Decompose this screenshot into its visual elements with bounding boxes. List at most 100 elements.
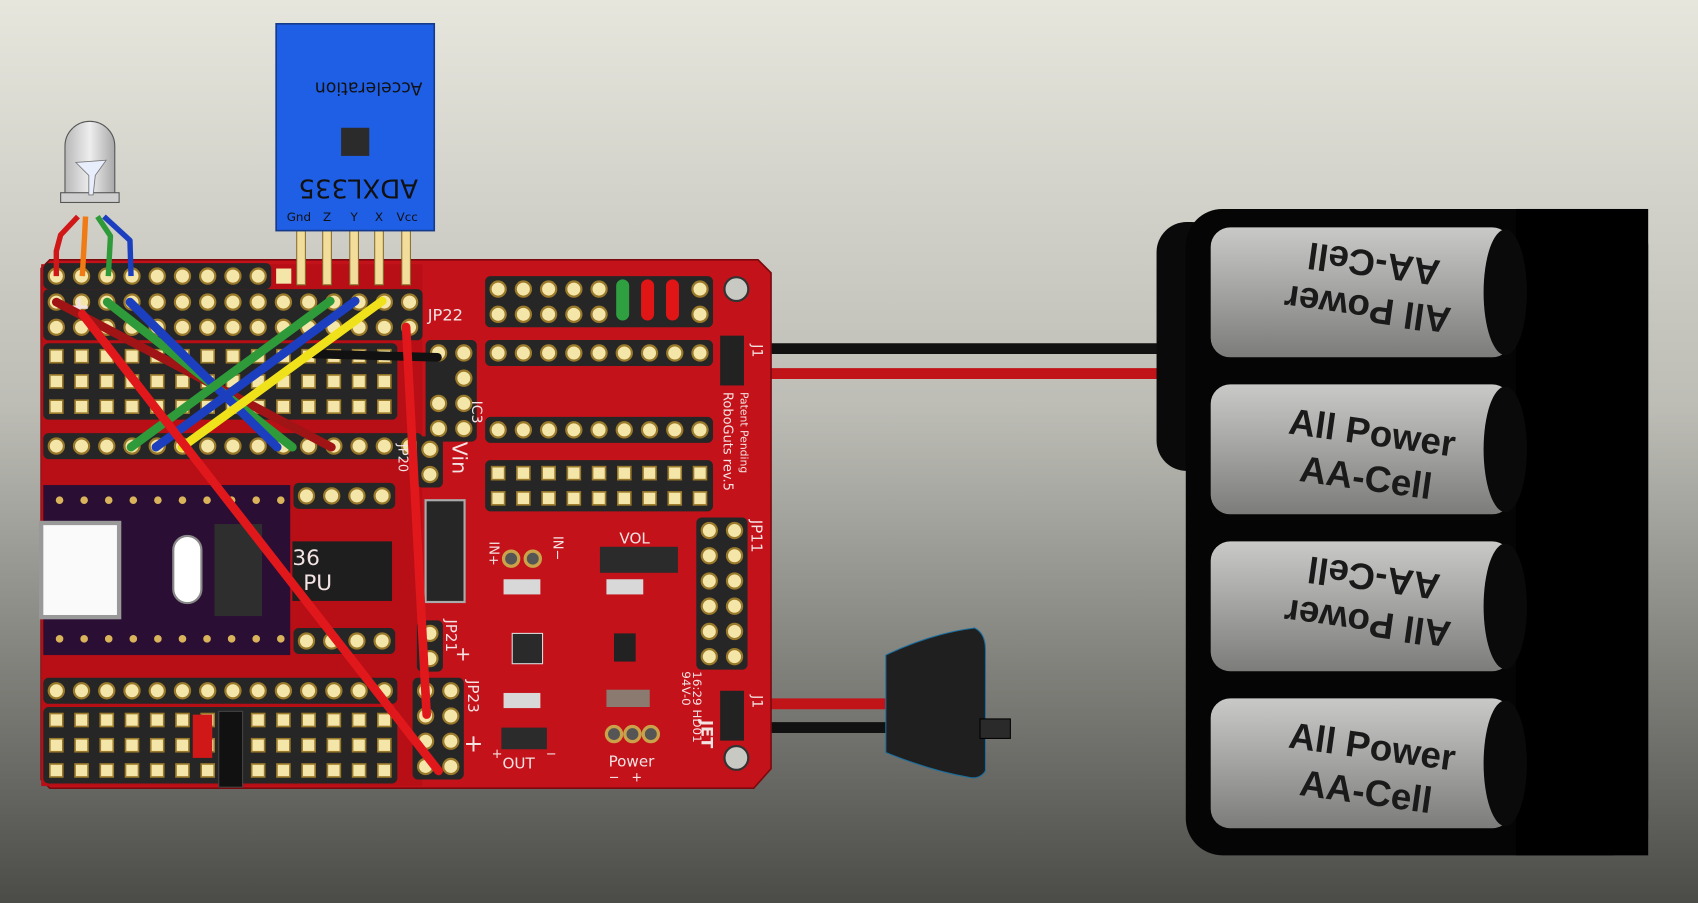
led-green [616, 279, 630, 321]
square-pad [351, 712, 367, 728]
square-pad [326, 712, 342, 728]
label-out: OUT [502, 755, 535, 773]
square-pad [351, 737, 367, 753]
round-pad [489, 305, 507, 323]
rgb-led [60, 120, 120, 204]
out-header [501, 727, 547, 750]
adxl335-module: Acceleration ADXL335 Gnd Z Y X Vcc [275, 23, 436, 286]
square-pad [124, 348, 140, 364]
square-pad [99, 737, 115, 753]
square-pad [566, 491, 582, 506]
pin-label-vcc: Vcc [397, 210, 418, 224]
square-pad [541, 465, 556, 481]
wire-red [77, 309, 443, 776]
round-pad [72, 293, 91, 311]
arduino-pads [55, 496, 285, 643]
square-pad [326, 763, 342, 778]
ic-label-line1: 36 [292, 546, 320, 571]
square-pad [351, 399, 367, 414]
label-in-minus: IN− [549, 536, 564, 560]
square-pad [74, 737, 89, 753]
arduino-pad [55, 496, 64, 505]
round-pad [224, 267, 242, 285]
label-rating: 94V-0 [679, 671, 693, 705]
battery-body [1210, 698, 1512, 829]
capacitor [503, 692, 541, 709]
battery-terminal [1483, 386, 1527, 513]
square-pad [351, 374, 367, 389]
accelerometer-pin [349, 230, 359, 286]
j1-top-connector [720, 335, 744, 386]
round-pad [224, 682, 242, 700]
round-pad [725, 597, 744, 615]
round-pad [691, 421, 709, 439]
round-pad [725, 547, 744, 565]
round-pad [199, 682, 217, 700]
round-pad [421, 465, 439, 484]
round-pad [442, 682, 460, 700]
mounting-hole [723, 744, 750, 771]
round-pad [565, 344, 583, 362]
round-pad [224, 318, 242, 336]
label-out-plus: + [492, 747, 503, 762]
round-pad [666, 344, 684, 362]
jumper-cap-red [192, 714, 213, 758]
capacitor [606, 579, 644, 595]
led-leads [53, 214, 134, 277]
square-pad [250, 737, 266, 753]
label-jp21: JP21 [442, 618, 460, 652]
square-pad [99, 399, 115, 414]
round-pad [274, 293, 293, 311]
round-pad [700, 521, 718, 540]
round-pad [375, 318, 393, 336]
square-pad [149, 737, 165, 753]
power-pad [623, 724, 642, 744]
arduino-pad [178, 635, 187, 643]
round-pad [489, 344, 507, 362]
square-pad [301, 763, 316, 778]
switch-lever [979, 718, 1011, 739]
label-jp22: JP22 [427, 305, 463, 324]
arduino-pad [203, 496, 211, 505]
round-pad [539, 305, 558, 323]
square-pad [74, 348, 89, 364]
round-pad [348, 487, 366, 505]
square-pad [301, 712, 316, 728]
label-power: Power [609, 753, 656, 771]
pin-label-x: X [375, 210, 383, 224]
round-pad [442, 707, 460, 725]
square-pad [642, 491, 657, 506]
round-pad [442, 757, 460, 776]
round-pad [539, 344, 558, 362]
led-red [665, 279, 679, 321]
round-pad [514, 344, 533, 362]
in-pad [501, 549, 521, 568]
wire-yellow [177, 296, 387, 452]
round-pad [274, 682, 293, 700]
usb-connector [38, 520, 122, 620]
round-pad [173, 293, 192, 311]
square-pad [351, 763, 367, 778]
ic-label-line2: PU [303, 571, 332, 596]
label-power-plus: + [631, 771, 642, 786]
square-pad [566, 465, 582, 481]
square-pad [490, 491, 506, 506]
square-pad [516, 465, 531, 481]
square-pad [276, 712, 291, 728]
square-pad [276, 268, 292, 284]
arduino-pad [277, 496, 285, 505]
label-jp21-plus: + [455, 642, 471, 665]
dip-ic [292, 541, 393, 601]
round-pad [348, 632, 366, 650]
square-pad [276, 763, 291, 778]
square-pad [377, 763, 392, 778]
round-pad [299, 293, 318, 311]
square-pad [692, 465, 708, 481]
round-pad [455, 344, 473, 362]
round-pad [700, 648, 718, 666]
square-pad [124, 712, 140, 728]
accelerometer-model: ADXL335 [298, 173, 418, 203]
round-pad [565, 305, 583, 323]
